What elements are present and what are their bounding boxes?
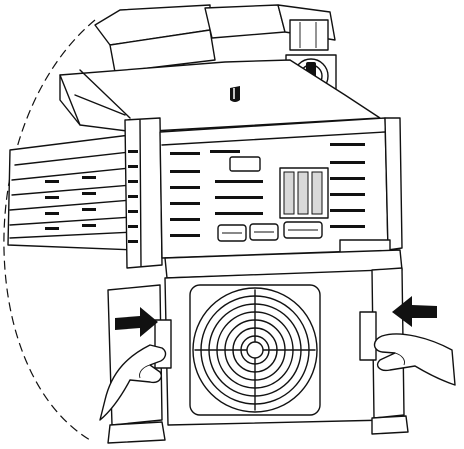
fan-icon: [189, 284, 321, 416]
detail-dashed-outline: [3, 19, 96, 441]
screw-icon: [230, 86, 240, 102]
hand-icon: [99, 344, 167, 421]
top-connector-module: [94, 4, 336, 73]
left-pillar: [124, 117, 163, 269]
front-panel: [159, 117, 389, 259]
left-heatsink-fins: [7, 134, 136, 251]
arrow-left-icon: [392, 296, 437, 327]
hand-icon: [373, 333, 456, 386]
right-side-panel: [339, 117, 403, 255]
arrow-right-icon: [115, 307, 158, 337]
housing-top-face: [59, 59, 381, 133]
